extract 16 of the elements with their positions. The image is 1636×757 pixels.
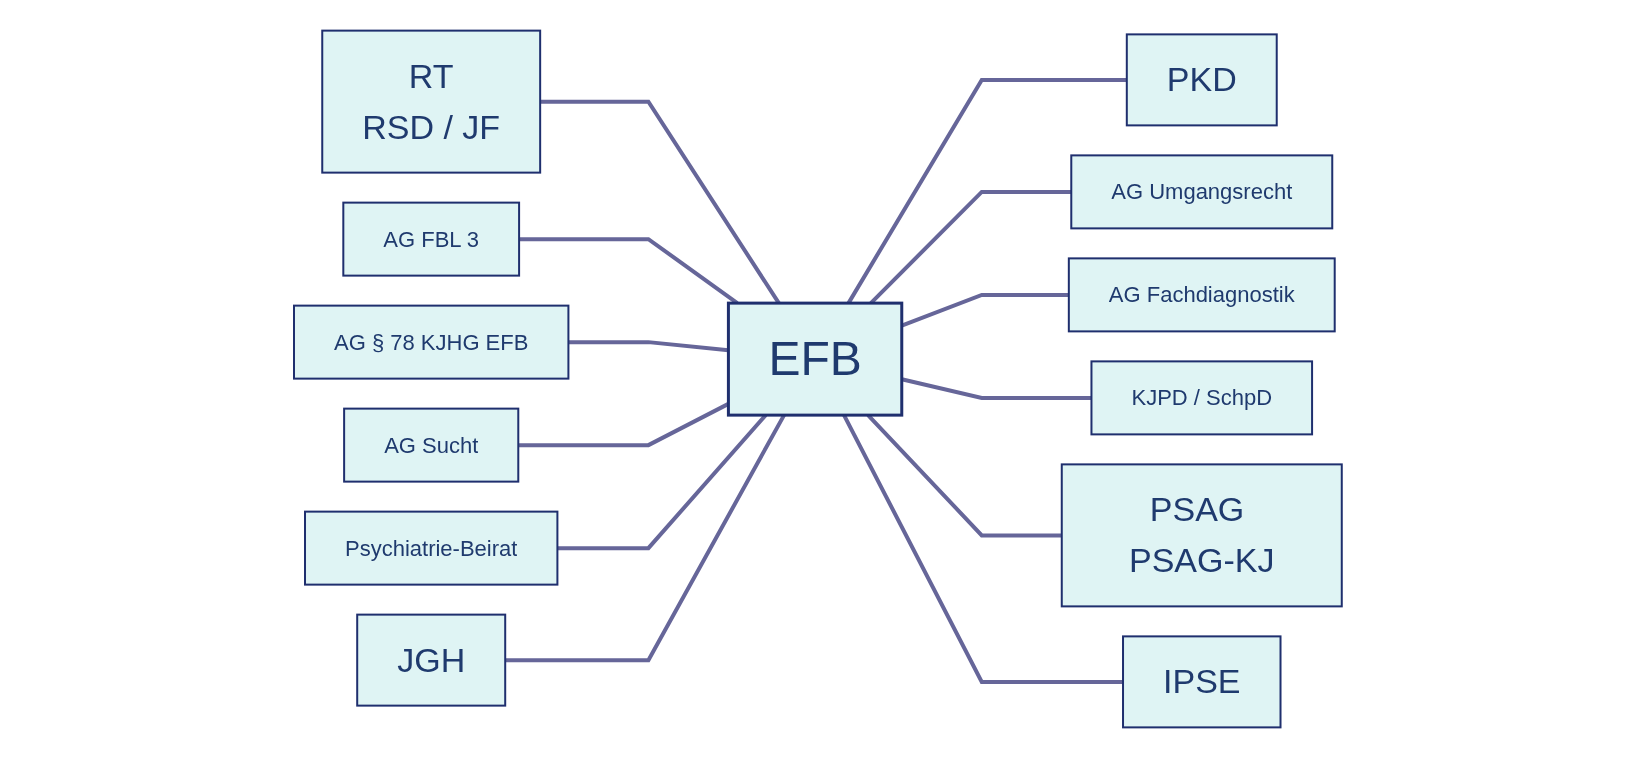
node-box: AG Fachdiagnostik: [1067, 256, 1336, 332]
node-box: KJPD / SchpD: [1090, 359, 1314, 435]
node-box: AG FBL 3: [342, 201, 521, 277]
node-box: Psychiatrie-Beirat: [304, 510, 559, 586]
node-box: RT RSD / JF: [321, 29, 542, 174]
node-box: JGH: [356, 613, 507, 707]
connector: [901, 376, 1092, 400]
node-box: IPSE: [1122, 634, 1282, 728]
node-box: AG § 78 KJHG EFB: [293, 304, 570, 380]
node-box: AG Sucht: [343, 407, 520, 483]
connector: [568, 339, 729, 352]
node-box: PSAG PSAG-KJ: [1060, 462, 1343, 607]
connector: [901, 292, 1069, 328]
node-box: EFB: [727, 301, 904, 417]
node-box: PKD: [1125, 32, 1278, 126]
node-box: AG Umgangsrecht: [1070, 153, 1334, 229]
